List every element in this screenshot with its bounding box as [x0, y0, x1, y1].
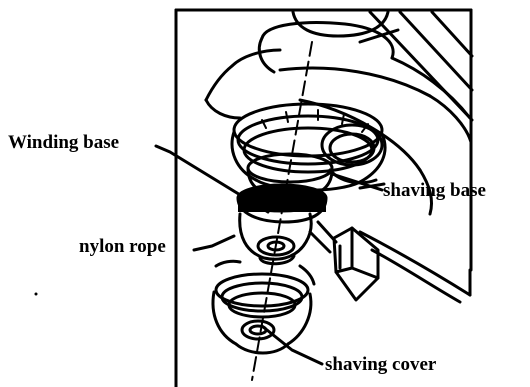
small-dot	[35, 293, 38, 296]
shaving-cover-label: shaving cover	[325, 355, 436, 374]
nylon-rope-label: nylon rope	[79, 237, 166, 256]
winding-base-label: Winding base	[8, 133, 119, 152]
shaving-cover-part	[213, 261, 314, 353]
side-bracket	[310, 222, 378, 300]
shaving-base-label: shaving base	[383, 181, 486, 200]
